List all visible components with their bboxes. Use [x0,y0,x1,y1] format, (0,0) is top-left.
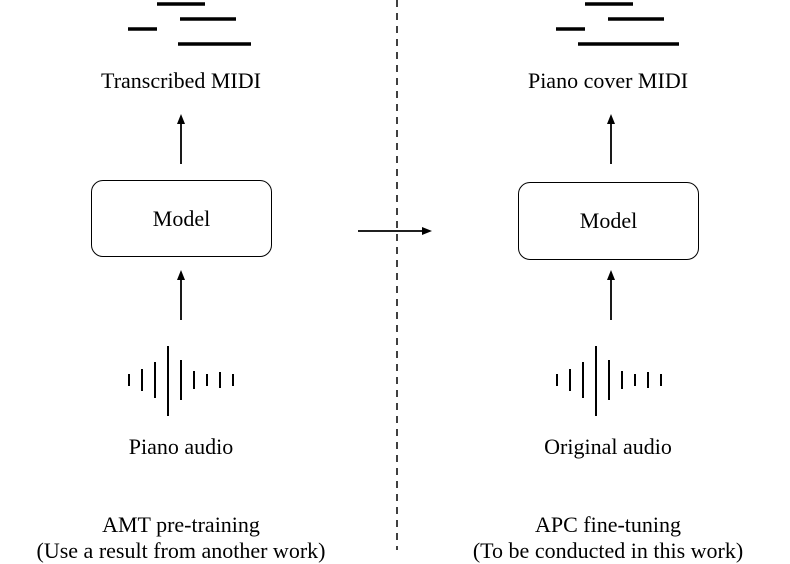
left-input-arrow-icon [177,270,185,320]
right-model-label: Model [579,208,638,233]
left-stage-note: (Use a result from another work) [36,538,326,563]
right-output-label: Piano cover MIDI [527,68,689,93]
left-piano-roll-icon [128,2,251,46]
left-input-label: Piano audio [128,434,234,459]
right-input-label: Original audio [544,434,672,459]
transfer-arrow-icon [358,227,432,235]
left-model-label: Model [152,205,211,231]
left-output-arrow-icon [177,114,185,164]
right-stage-note: (To be conducted in this work) [472,538,744,563]
right-model-box: Model [518,182,699,260]
left-output-label: Transcribed MIDI [101,68,261,93]
left-stage-title: AMT pre-training [102,512,260,537]
right-piano-roll-icon [556,2,679,46]
left-waveform-icon [128,346,234,416]
left-model-box: Model [91,180,272,257]
right-waveform-icon [556,346,662,416]
right-stage-title: APC fine-tuning [534,512,682,537]
diagram-canvas [128,0,679,550]
right-output-arrow-icon [607,114,615,164]
right-input-arrow-icon [607,270,615,320]
